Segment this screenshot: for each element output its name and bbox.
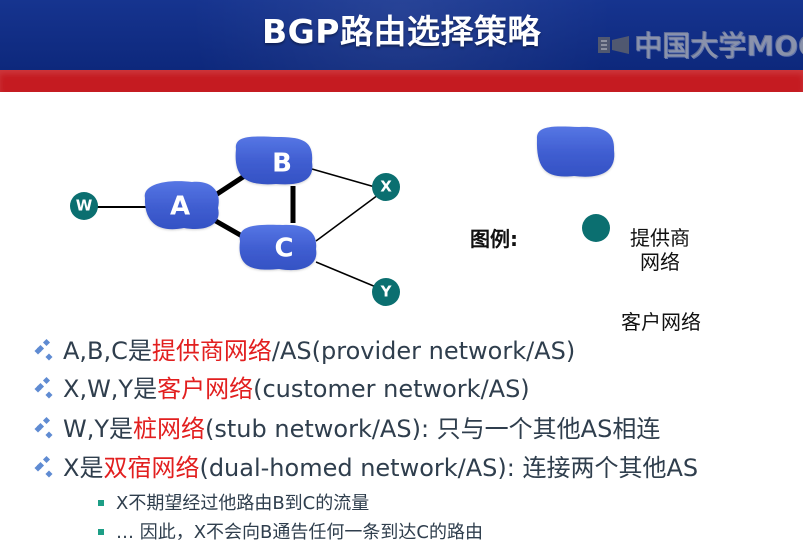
diamond-bullet-icon bbox=[38, 418, 56, 436]
watermark-text: 中国大学MOOC bbox=[634, 31, 803, 61]
legend-provider-line-1: 提供商 bbox=[630, 226, 690, 250]
provider-node-a-label: A bbox=[170, 192, 190, 222]
as-network-diagram: A B C W X Y bbox=[0, 95, 803, 334]
subbullet-no-transit-traffic: X不期望经过他路由B到C的流量 bbox=[98, 492, 369, 516]
title-red-stripe bbox=[0, 70, 803, 92]
mooc-watermark: 中国大学MOOC bbox=[596, 31, 803, 61]
bullet-prefix: W,Y是 bbox=[63, 415, 134, 443]
bullet-dual-homed-network: X是双宿网络(dual-homed network/AS): 连接两个其他AS bbox=[38, 453, 698, 483]
link-c-y bbox=[315, 261, 377, 288]
customer-node-x: X bbox=[372, 173, 400, 201]
customer-node-w-label: W bbox=[76, 197, 93, 215]
provider-node-b: B bbox=[235, 136, 313, 185]
link-b-x bbox=[311, 168, 376, 188]
provider-node-b-label: B bbox=[272, 149, 292, 179]
bullet-suffix: (stub network/AS): 只与一个其他AS相连 bbox=[205, 415, 661, 443]
network-diagram-svg: A B C W X Y bbox=[70, 126, 615, 306]
bullet-stub-networks: W,Y是桩网络(stub network/AS): 只与一个其他AS相连 bbox=[38, 414, 660, 444]
bullet-customer-networks: X,W,Y是客户网络(customer network/AS) bbox=[38, 374, 530, 404]
legend-customer-network-label: 客户网络 bbox=[621, 310, 701, 334]
subbullet-text: X不期望经过他路由B到C的流量 bbox=[116, 493, 370, 514]
bullet-prefix: X是 bbox=[63, 454, 104, 482]
provider-node-c-label: C bbox=[274, 234, 293, 264]
provider-node-a: A bbox=[144, 181, 219, 230]
diamond-bullet-icon bbox=[38, 378, 56, 396]
link-c-x bbox=[315, 194, 379, 242]
bullet-prefix: X,W,Y是 bbox=[63, 375, 158, 403]
highlighted-term: 客户网络 bbox=[157, 375, 254, 403]
highlighted-term: 桩网络 bbox=[133, 415, 206, 443]
customer-node-y: Y bbox=[372, 278, 400, 306]
network-links bbox=[93, 168, 379, 288]
highlighted-term: 提供商网络 bbox=[151, 337, 272, 365]
legend-provider-network-icon bbox=[536, 126, 615, 177]
highlighted-term: 双宿网络 bbox=[103, 454, 200, 482]
subbullet-text: … 因此，X不会向B通告任何一条到达C的路由 bbox=[116, 522, 483, 543]
bullet-suffix: /AS(provider network/AS) bbox=[271, 337, 576, 365]
customer-node-y-label: Y bbox=[380, 283, 393, 301]
subbullet-no-route-advertisement: … 因此，X不会向B通告任何一条到达C的路由 bbox=[98, 521, 483, 545]
customer-node-x-label: X bbox=[380, 178, 392, 196]
diamond-bullet-icon bbox=[38, 457, 56, 475]
diamond-bullet-icon bbox=[38, 340, 56, 358]
bullet-prefix: A,B,C是 bbox=[63, 337, 152, 365]
bullet-suffix: (customer network/AS) bbox=[253, 375, 530, 403]
customer-node-w: W bbox=[70, 192, 98, 220]
legend-customer-network-icon bbox=[582, 214, 610, 242]
bullet-provider-networks: A,B,C是提供商网络/AS(provider network/AS) bbox=[38, 336, 575, 366]
square-bullet-icon bbox=[98, 529, 104, 535]
mooc-logo-icon bbox=[598, 36, 629, 54]
slide-title: BGP路由选择策略 bbox=[262, 12, 541, 51]
title-bar: BGP路由选择策略 中国大学MOOC bbox=[0, 0, 803, 70]
provider-node-c: C bbox=[239, 224, 317, 271]
legend-title: 图例: bbox=[470, 227, 518, 251]
legend-provider-network-label: 提供商 网络 bbox=[615, 226, 705, 274]
square-bullet-icon bbox=[98, 500, 104, 506]
legend-provider-line-2: 网络 bbox=[640, 250, 680, 274]
bullet-suffix: (dual-homed network/AS): 连接两个其他AS bbox=[199, 454, 699, 482]
